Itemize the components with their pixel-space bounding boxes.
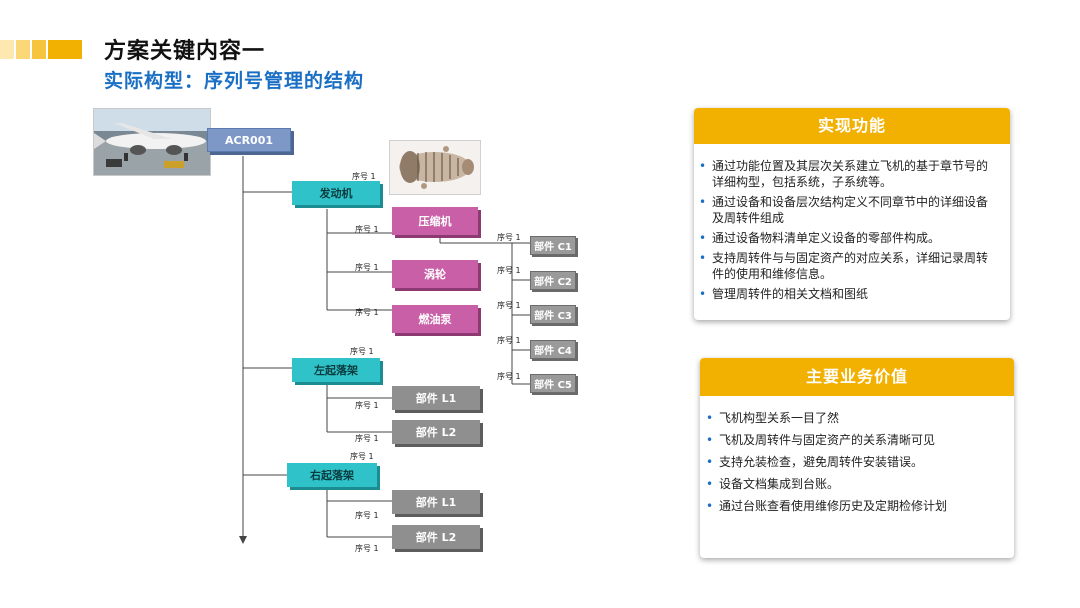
list-item: •通过设备物料清单定义设备的零部件构成。	[699, 231, 941, 245]
seq-label: 序号 1	[355, 434, 379, 443]
list-item: •飞机及周转件与固定资产的关系清晰可见	[706, 433, 936, 447]
functions-panel: 实现功能 •通过功能位置及其层次关系建立飞机的基于章节号的详细构型，包括系统，子…	[694, 108, 1010, 320]
engine-photo	[389, 140, 481, 195]
node-left-landing-gear: 左起落架	[292, 358, 380, 382]
value-list: •飞机构型关系一目了然 •飞机及周转件与固定资产的关系清晰可见 •支持允装检查，…	[700, 396, 1014, 514]
seq-label: 序号 1	[497, 336, 521, 345]
node-part-c1: 部件 C1	[530, 236, 576, 255]
list-item: •飞机构型关系一目了然	[706, 411, 840, 425]
seq-label: 序号 1	[352, 172, 376, 181]
value-panel: 主要业务价值 •飞机构型关系一目了然 •飞机及周转件与固定资产的关系清晰可见 •…	[700, 358, 1014, 558]
functions-panel-title: 实现功能	[694, 108, 1010, 144]
page-title: 方案关键内容一	[104, 39, 266, 64]
seq-label: 序号 1	[350, 452, 374, 461]
seq-label: 序号 1	[355, 263, 379, 272]
title-decoration-bar	[0, 40, 82, 59]
bullet-icon: •	[699, 159, 707, 173]
list-item: •支持周转件与与固定资产的对应关系，详细记录周转件的使用和维修信息。	[699, 251, 989, 281]
seq-label: 序号 1	[497, 233, 521, 242]
node-engine: 发动机	[292, 181, 380, 205]
list-item: •支持允装检查，避免周转件安装错误。	[706, 455, 924, 469]
node-part-c4: 部件 C4	[530, 340, 576, 359]
node-part-c2: 部件 C2	[530, 271, 576, 290]
seq-label: 序号 1	[497, 266, 521, 275]
list-item: •通过功能位置及其层次关系建立飞机的基于章节号的详细构型，包括系统，子系统等。	[699, 159, 989, 189]
bullet-icon: •	[706, 455, 714, 469]
node-part-l2: 部件 L2	[392, 525, 480, 549]
node-part-l1: 部件 L1	[392, 386, 480, 410]
list-item: •管理周转件的相关文档和图纸	[699, 287, 869, 301]
node-part-l1: 部件 L1	[392, 490, 480, 514]
node-turbine: 涡轮	[392, 260, 478, 288]
node-right-landing-gear: 右起落架	[287, 463, 377, 487]
seq-label: 序号 1	[497, 301, 521, 310]
functions-list: •通过功能位置及其层次关系建立飞机的基于章节号的详细构型，包括系统，子系统等。 …	[694, 144, 1010, 302]
airplane-photo	[93, 108, 211, 176]
node-fuel-pump: 燃油泵	[392, 305, 478, 333]
seq-label: 序号 1	[497, 372, 521, 381]
bullet-icon: •	[706, 477, 714, 491]
seq-label: 序号 1	[355, 401, 379, 410]
bullet-icon: •	[706, 499, 714, 513]
bullet-icon: •	[699, 231, 707, 245]
seq-label: 序号 1	[355, 225, 379, 234]
node-part-l2: 部件 L2	[392, 420, 480, 444]
seq-label: 序号 1	[350, 347, 374, 356]
bullet-icon: •	[699, 251, 707, 265]
node-part-c3: 部件 C3	[530, 305, 576, 324]
node-part-c5: 部件 C5	[530, 374, 576, 393]
page-subtitle: 实际构型：序列号管理的结构	[104, 70, 365, 92]
node-aircraft-root: ACR001	[207, 128, 291, 152]
list-item: •设备文档集成到台账。	[706, 477, 840, 491]
bullet-icon: •	[706, 433, 714, 447]
bullet-icon: •	[699, 287, 707, 301]
seq-label: 序号 1	[355, 308, 379, 317]
list-item: •通过设备和设备层次结构定义不同章节中的详细设备及周转件组成	[699, 195, 989, 225]
seq-label: 序号 1	[355, 544, 379, 553]
node-compressor: 压缩机	[392, 207, 478, 235]
bullet-icon: •	[706, 411, 714, 425]
list-item: •通过台账查看使用维修历史及定期检修计划	[706, 499, 948, 513]
value-panel-title: 主要业务价值	[700, 358, 1014, 396]
bullet-icon: •	[699, 195, 707, 209]
seq-label: 序号 1	[355, 511, 379, 520]
